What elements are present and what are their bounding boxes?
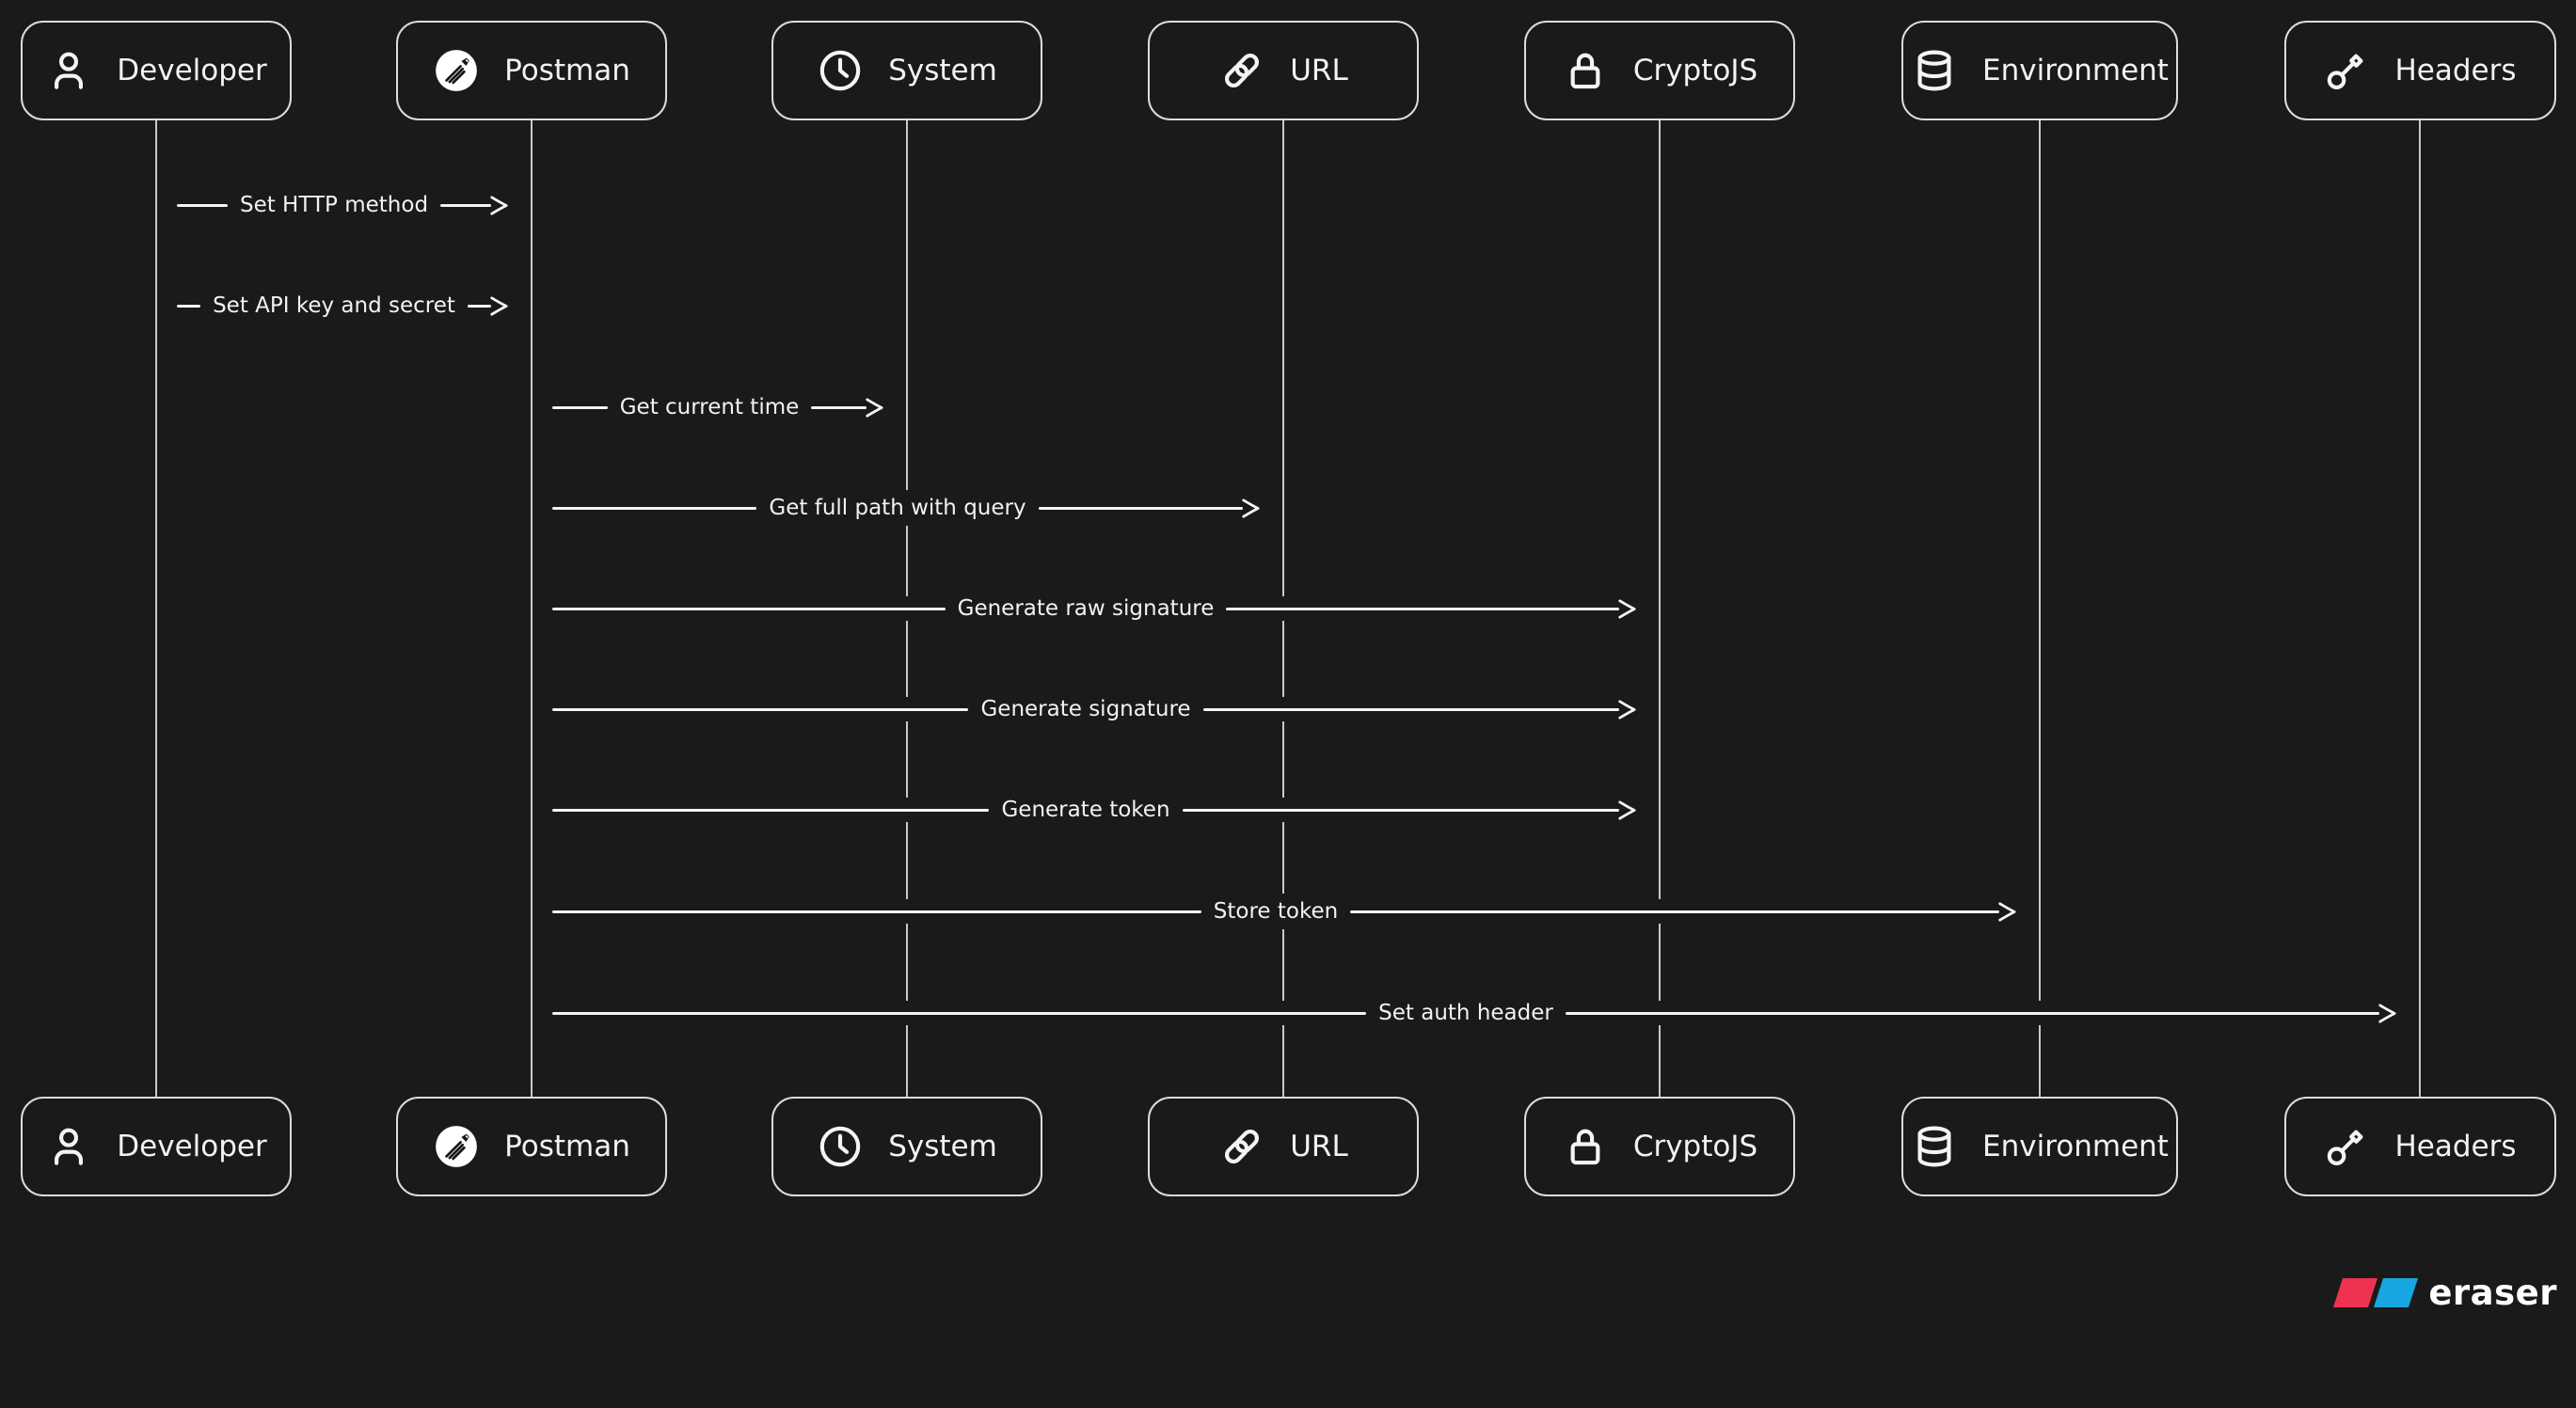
actor-label: Environment <box>1982 54 2169 87</box>
actor-box-environment-top[interactable]: Environment <box>1901 21 2178 120</box>
message-arrow-9[interactable]: Set auth header <box>552 995 2399 1031</box>
lock-icon <box>1562 1123 1609 1170</box>
actor-label: Postman <box>504 54 630 87</box>
message-label: Set HTTP method <box>227 187 441 223</box>
message-label: Set auth header <box>1366 995 1566 1031</box>
message-arrow-8[interactable]: Store token <box>552 894 2019 929</box>
message-line-left <box>177 304 201 308</box>
actor-box-environment-bottom[interactable]: Environment <box>1901 1097 2178 1196</box>
link-icon <box>1218 47 1265 94</box>
clock-icon <box>817 1123 864 1170</box>
actor-box-url-top[interactable]: URL <box>1148 21 1419 120</box>
message-arrow-5[interactable]: Generate raw signature <box>552 591 1639 626</box>
message-line-left <box>552 405 608 409</box>
actor-label: CryptoJS <box>1632 54 1758 87</box>
postman-icon <box>433 1123 480 1170</box>
message-arrow-4[interactable]: Get full path with query <box>552 490 1263 526</box>
message-label: Store token <box>1201 894 1351 929</box>
lock-icon <box>1562 47 1609 94</box>
arrowhead-icon <box>866 397 883 418</box>
actor-label: Headers <box>2394 1130 2517 1163</box>
message-label: Get full path with query <box>756 490 1039 526</box>
message-arrow-7[interactable]: Generate token <box>552 792 1639 828</box>
actor-label: Postman <box>504 1130 630 1163</box>
message-line-right <box>1226 607 1619 610</box>
lifeline-postman <box>531 119 533 1098</box>
arrowhead-icon <box>490 195 508 215</box>
actor-label: System <box>888 54 997 87</box>
arrowhead-icon <box>1618 699 1636 720</box>
person-icon <box>45 1123 92 1170</box>
arrowhead-icon <box>490 295 508 316</box>
actor-box-developer-top[interactable]: Developer <box>21 21 292 120</box>
message-line-right <box>811 405 867 409</box>
eraser-logo-text: eraser <box>2428 1272 2557 1313</box>
actor-box-headers-bottom[interactable]: Headers <box>2283 1097 2556 1196</box>
lifeline-developer <box>155 119 157 1098</box>
actor-box-postman-top[interactable]: Postman <box>396 21 667 120</box>
actor-label: System <box>888 1130 997 1163</box>
message-line-right <box>467 304 491 308</box>
message-line-left <box>552 506 757 510</box>
arrowhead-icon <box>2378 1003 2396 1023</box>
message-arrow-1[interactable]: Set HTTP method <box>177 187 511 223</box>
actor-box-developer-bottom[interactable]: Developer <box>21 1097 292 1196</box>
message-line-right <box>1565 1011 2379 1015</box>
message-label: Generate signature <box>968 691 1203 727</box>
message-line-left <box>177 203 228 207</box>
message-line-right <box>440 203 492 207</box>
message-line-left <box>552 607 946 610</box>
arrowhead-icon <box>1618 799 1636 820</box>
message-label: Get current time <box>607 389 812 425</box>
eraser-watermark: eraser <box>2333 1272 2557 1313</box>
eraser-logo-red-shape <box>2333 1277 2378 1307</box>
actor-box-cryptojs-top[interactable]: CryptoJS <box>1524 21 1795 120</box>
message-line-right <box>1182 808 1619 812</box>
key-icon <box>2323 47 2370 94</box>
message-arrow-2[interactable]: Set API key and secret <box>177 288 511 324</box>
actor-label: Developer <box>117 54 267 87</box>
actor-box-system-bottom[interactable]: System <box>771 1097 1042 1196</box>
actor-box-url-bottom[interactable]: URL <box>1148 1097 1419 1196</box>
arrowhead-icon <box>1998 901 2016 922</box>
message-label: Set API key and secret <box>200 288 468 324</box>
lifeline-environment <box>2039 119 2041 1098</box>
actor-label: Environment <box>1982 1130 2169 1163</box>
message-line-left <box>552 707 969 711</box>
arrowhead-icon <box>1242 498 1260 518</box>
actor-box-postman-bottom[interactable]: Postman <box>396 1097 667 1196</box>
clock-icon <box>817 47 864 94</box>
lifeline-cryptojs <box>1659 119 1661 1098</box>
database-icon <box>1911 1123 1958 1170</box>
actor-label: Headers <box>2394 54 2517 87</box>
actor-box-cryptojs-bottom[interactable]: CryptoJS <box>1524 1097 1795 1196</box>
message-label: Generate token <box>989 792 1183 828</box>
message-line-left <box>552 1011 1367 1015</box>
message-line-left <box>552 808 990 812</box>
arrowhead-icon <box>1618 598 1636 619</box>
actor-label: URL <box>1290 54 1348 87</box>
actor-box-headers-top[interactable]: Headers <box>2283 21 2556 120</box>
message-line-right <box>1038 506 1244 510</box>
actor-label: URL <box>1290 1130 1348 1163</box>
actor-label: Developer <box>117 1130 267 1163</box>
message-line-left <box>552 910 1201 913</box>
person-icon <box>45 47 92 94</box>
message-line-right <box>1350 910 2000 913</box>
link-icon <box>1218 1123 1265 1170</box>
lifeline-headers <box>2419 119 2421 1098</box>
eraser-logo-blue-shape <box>2374 1277 2419 1307</box>
message-label: Generate raw signature <box>945 591 1227 626</box>
key-icon <box>2323 1123 2370 1170</box>
actor-label: CryptoJS <box>1632 1130 1758 1163</box>
database-icon <box>1911 47 1958 94</box>
message-line-right <box>1202 707 1620 711</box>
message-arrow-6[interactable]: Generate signature <box>552 691 1639 727</box>
actor-box-system-top[interactable]: System <box>771 21 1042 120</box>
message-arrow-3[interactable]: Get current time <box>552 389 886 425</box>
postman-icon <box>433 47 480 94</box>
